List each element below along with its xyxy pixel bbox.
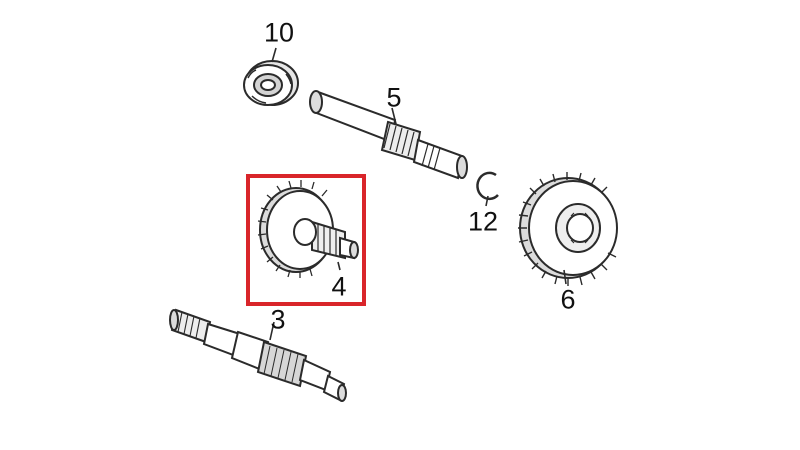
gear-icon bbox=[518, 172, 618, 286]
circlip-icon bbox=[476, 171, 499, 201]
callout-10: 10 bbox=[263, 17, 295, 48]
callout-6: 6 bbox=[560, 284, 576, 315]
gear-icon bbox=[257, 180, 359, 278]
callout-12: 12 bbox=[467, 206, 499, 237]
leader-lines bbox=[269, 47, 567, 341]
bearing-icon bbox=[243, 60, 299, 106]
shaft-icon bbox=[169, 308, 347, 402]
callout-4: 4 bbox=[331, 271, 347, 302]
callout-5: 5 bbox=[386, 82, 402, 113]
shaft-icon bbox=[309, 90, 468, 180]
callout-3: 3 bbox=[270, 304, 286, 335]
highlight-frame bbox=[246, 174, 366, 306]
